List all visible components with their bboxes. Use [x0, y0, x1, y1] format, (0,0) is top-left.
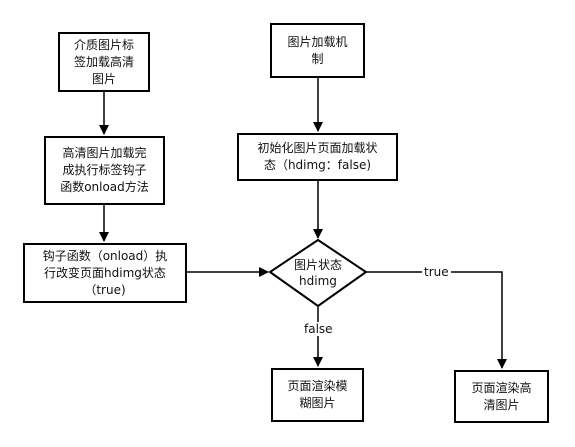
- node-image-loading-mechanism: 图片加载机 制: [270, 23, 365, 78]
- edge-label-true: true: [422, 265, 451, 279]
- node-init-page-state: 初始化图片页面加载状 态（hdimg：false): [237, 133, 398, 181]
- decision-diamond: [268, 238, 368, 308]
- edge-label-false: false: [302, 322, 335, 336]
- node-render-blur-image: 页面渲染模 糊图片: [271, 368, 364, 422]
- decision-label: 图片状态 hdimg: [293, 258, 342, 288]
- node-load-hd-image: 介质图片标 签加载高清 图片: [58, 32, 150, 92]
- edge-decision-true: [366, 271, 507, 369]
- node-onload-method: 高清图片加载完 成执行标签钩子 函数onload方法: [44, 136, 165, 205]
- node-render-hd-image: 页面渲染高 清图片: [454, 370, 549, 423]
- node-change-hdimg-state: 钩子函数（onload）执 行改变页面hdimg状态 （true): [23, 243, 187, 303]
